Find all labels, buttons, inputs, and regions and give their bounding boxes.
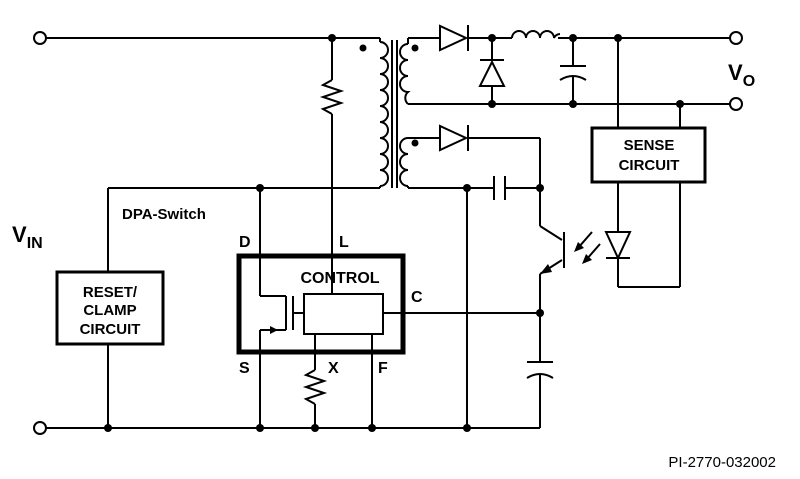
clamp-diode-icon (478, 38, 506, 104)
bias-capacitor-icon (493, 176, 540, 200)
part-number-label: PI-2770-032002 (668, 454, 776, 471)
output-diode-icon (439, 24, 469, 52)
transformer-icon (359, 40, 419, 188)
vo-plus-terminal (729, 31, 743, 45)
vin-label: VIN (12, 222, 43, 252)
vo-label: VO (728, 60, 755, 90)
bias-diode-icon (439, 124, 469, 152)
pin-f-label: F (378, 360, 388, 377)
pin-s-label: S (239, 360, 250, 377)
output-inductor-icon (511, 30, 561, 39)
dpa-switch-ic: CONTROL (236, 253, 540, 428)
sense-label-2: CIRCUIT (619, 157, 680, 174)
pin-l-label: L (339, 234, 349, 251)
sense-label-1: SENSE (624, 137, 675, 154)
output-capacitor-icon (559, 38, 587, 104)
output-rectifier (407, 24, 743, 111)
pin-c-label: C (411, 289, 423, 306)
pin-d-label: D (239, 234, 251, 251)
reset-label-2: CLAMP (83, 302, 136, 319)
vin-minus-terminal (33, 421, 47, 435)
vin-plus-terminal (33, 31, 47, 45)
mosfet-icon (259, 256, 304, 428)
optocoupler-transistor-icon (539, 225, 601, 275)
line-sense-resistor-icon (319, 38, 345, 256)
sense-circuit: SENSE CIRCUIT (590, 38, 707, 288)
optocoupler-led-icon (604, 231, 632, 261)
vo-minus-terminal (729, 97, 743, 111)
control-label: CONTROL (300, 270, 379, 287)
reset-label-3: CIRCUIT (80, 321, 141, 338)
reset-clamp-circuit: RESET/ CLAMP CIRCUIT (55, 270, 165, 428)
pin-x-label: X (328, 360, 339, 377)
input-bottom-rail (33, 421, 540, 435)
c-pin-capacitor-icon (526, 361, 554, 428)
bias-feedback (407, 124, 601, 428)
reset-label-1: RESET/ (83, 284, 138, 301)
dpa-switch-label: DPA-Switch (122, 206, 206, 223)
drain-node-wire (107, 184, 380, 272)
input-top-rail (33, 31, 381, 45)
x-resistor-icon (302, 369, 328, 405)
